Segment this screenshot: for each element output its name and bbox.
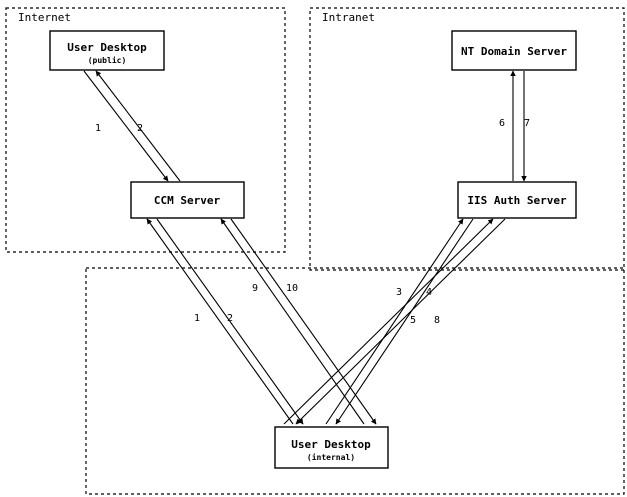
flow-label-4: 4 [426, 287, 432, 298]
zone-internet-border [5, 7, 286, 253]
flow-label-1b: 1 [194, 313, 200, 324]
connector-group-internal-ccm-910 [220, 218, 377, 425]
flow-label-3: 3 [396, 287, 402, 298]
flow-label-1: 1 [95, 123, 101, 134]
connector-group-internal-iis-34 [325, 218, 474, 425]
zone-internet: Internet [5, 7, 286, 253]
connector-flow-10 [230, 218, 377, 425]
node-iis-auth-server-box[interactable] [457, 181, 577, 219]
flow-label-2b: 2 [227, 313, 233, 324]
connector-flow-4 [335, 218, 474, 425]
connector-flow-9 [220, 218, 365, 425]
zone-internal-network [85, 267, 625, 495]
zone-intranet-label: Intranet [322, 11, 375, 24]
zone-internal-border [85, 267, 625, 495]
flow-label-5: 5 [410, 315, 416, 326]
connector-flow-8 [295, 218, 506, 425]
flow-label-6: 6 [499, 118, 505, 129]
node-iis-auth-server[interactable]: IIS Auth Server [457, 181, 577, 219]
flow-label-7: 7 [524, 118, 530, 129]
node-user-desktop-internal-box[interactable] [274, 426, 389, 469]
node-nt-domain-server[interactable]: NT Domain Server [451, 30, 577, 71]
node-ccm-server-box[interactable] [130, 181, 245, 219]
connector-group-iis-nt [510, 70, 527, 182]
flow-label-9: 9 [252, 283, 258, 294]
node-user-desktop-public-box[interactable] [49, 30, 165, 71]
flow-label-2: 2 [137, 123, 143, 134]
node-user-desktop-public[interactable]: User Desktop (public) [49, 30, 165, 71]
connector-flow-2b [156, 218, 304, 425]
node-user-desktop-internal-title: User Desktop [291, 438, 371, 451]
connector-flow-1b [146, 218, 294, 425]
connector-group-public-ccm [83, 70, 181, 182]
connector-flow-5 [283, 218, 494, 425]
zone-internet-label: Internet [18, 11, 71, 24]
node-user-desktop-public-title: User Desktop [67, 41, 147, 54]
node-nt-domain-server-title: NT Domain Server [461, 45, 567, 58]
node-user-desktop-internal[interactable]: User Desktop (internal) [274, 426, 389, 469]
zone-intranet-border [309, 7, 625, 271]
connector-flow-3 [325, 218, 464, 425]
node-ccm-server-title: CCM Server [154, 194, 221, 207]
node-user-desktop-public-subtitle: (public) [88, 55, 127, 65]
connector-flow-1 [83, 70, 169, 182]
flow-label-8: 8 [434, 315, 440, 326]
connector-group-internal-iis-58 [283, 218, 506, 425]
node-nt-domain-server-box[interactable] [451, 30, 577, 71]
flow-label-10: 10 [286, 283, 298, 294]
node-iis-auth-server-title: IIS Auth Server [467, 194, 567, 207]
connector-group-internal-ccm-12 [146, 218, 304, 425]
zone-intranet: Intranet [309, 7, 625, 271]
connector-flow-2 [95, 70, 181, 182]
node-ccm-server[interactable]: CCM Server [130, 181, 245, 219]
node-user-desktop-internal-subtitle: (internal) [307, 452, 355, 462]
